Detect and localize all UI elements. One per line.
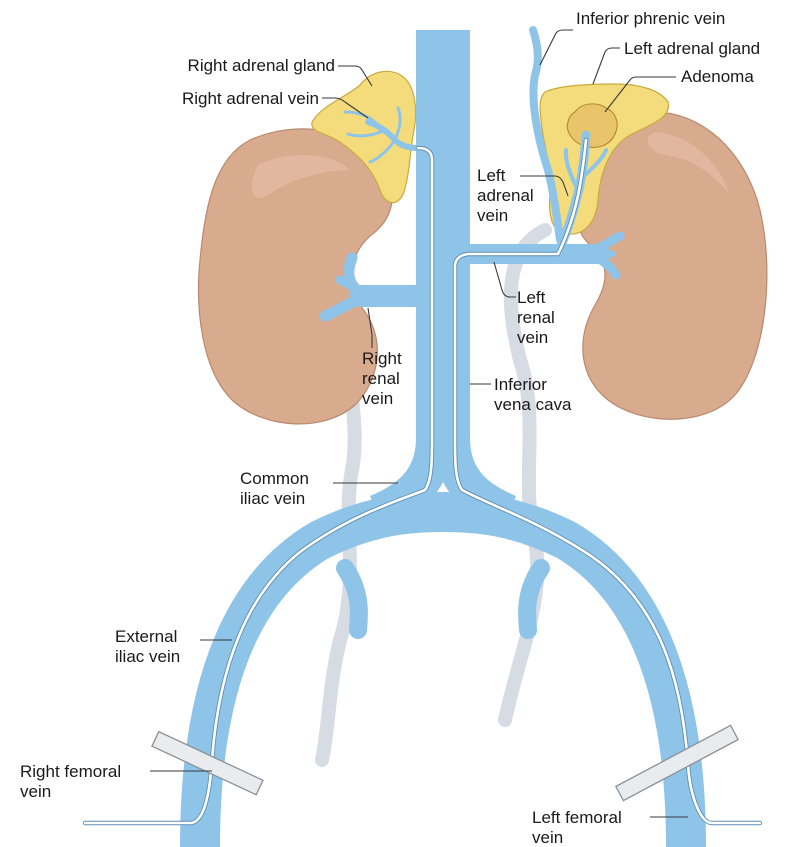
label-external-iliac-vein-2: iliac vein — [115, 647, 180, 666]
label-left-renal-vein-2: renal — [517, 308, 555, 327]
label-right-femoral-vein-2: vein — [20, 782, 51, 801]
label-left-adrenal-vein-2: adrenal — [477, 186, 534, 205]
femoral-sheaths — [152, 725, 738, 800]
label-common-iliac-vein-1: Common — [240, 469, 309, 488]
label-right-renal-vein-1: Right — [362, 349, 402, 368]
iliac-arch — [200, 512, 686, 847]
label-left-femoral-vein-1: Left femoral — [532, 808, 622, 827]
label-common-iliac-vein-2: iliac vein — [240, 489, 305, 508]
label-right-renal-vein-2: renal — [362, 369, 400, 388]
label-left-renal-vein-1: Left — [517, 288, 546, 307]
label-left-adrenal-gland: Left adrenal gland — [624, 39, 760, 58]
leader-left-adrenal-gland — [593, 48, 620, 84]
kidneys — [199, 112, 767, 424]
label-adenoma: Adenoma — [681, 67, 754, 86]
label-right-adrenal-gland: Right adrenal gland — [188, 56, 335, 75]
leader-inferior-phrenic — [540, 30, 573, 65]
label-left-adrenal-vein-3: vein — [477, 206, 508, 225]
label-left-renal-vein-3: vein — [517, 328, 548, 347]
label-inferior-phrenic-vein: Inferior phrenic vein — [576, 9, 725, 28]
label-inferior-vena-cava-2: vena cava — [494, 395, 572, 414]
label-inferior-vena-cava-1: Inferior — [494, 375, 547, 394]
label-left-adrenal-vein-1: Left — [477, 166, 506, 185]
label-right-femoral-vein-1: Right femoral — [20, 762, 121, 781]
label-right-adrenal-vein: Right adrenal vein — [182, 89, 319, 108]
label-external-iliac-vein-1: External — [115, 627, 177, 646]
label-right-renal-vein-3: vein — [362, 389, 393, 408]
label-left-femoral-vein-2: vein — [532, 828, 563, 847]
